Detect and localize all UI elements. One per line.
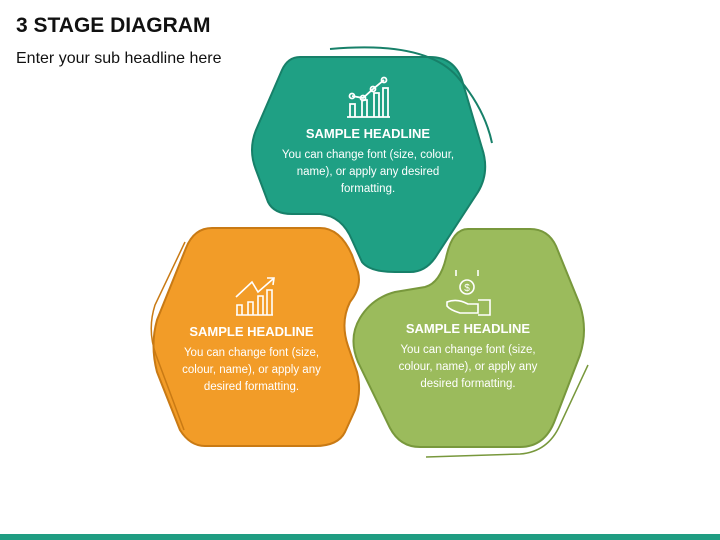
stage-3-body: You can change font (size, colour, name)…: [398, 344, 538, 390]
stage-1-text: SAMPLE HEADLINE You can change font (siz…: [268, 126, 468, 198]
page-title: 3 STAGE DIAGRAM: [16, 14, 211, 37]
bar-chart-line-icon: [347, 76, 390, 118]
stage-1-shape: [251, 56, 487, 273]
stage-3-shape: [352, 228, 585, 448]
stage-3-text: SAMPLE HEADLINE You can change font (siz…: [388, 321, 548, 393]
hand-coin-icon: $: [446, 270, 491, 316]
stage-1-body: You can change font (size, colour, name)…: [281, 149, 455, 195]
stage-2-body: You can change font (size, colour, name)…: [182, 347, 321, 393]
stage-2-headline: SAMPLE HEADLINE: [189, 324, 314, 339]
stage-2-shape: [152, 227, 361, 447]
stage-2-accent-line: [150, 241, 186, 431]
stage-1-headline: SAMPLE HEADLINE: [305, 126, 431, 141]
growth-arrow-chart-icon: [235, 277, 275, 316]
stage-3-accent-line: [425, 364, 589, 458]
stage-3-headline: SAMPLE HEADLINE: [405, 321, 531, 336]
svg-text:$: $: [464, 283, 470, 294]
stage-2-text: SAMPLE HEADLINE You can change font (siz…: [174, 324, 329, 396]
stage-1-accent-line: [329, 46, 493, 144]
page-subtitle: Enter your sub headline here: [16, 50, 222, 67]
footer-bar: [0, 534, 720, 540]
